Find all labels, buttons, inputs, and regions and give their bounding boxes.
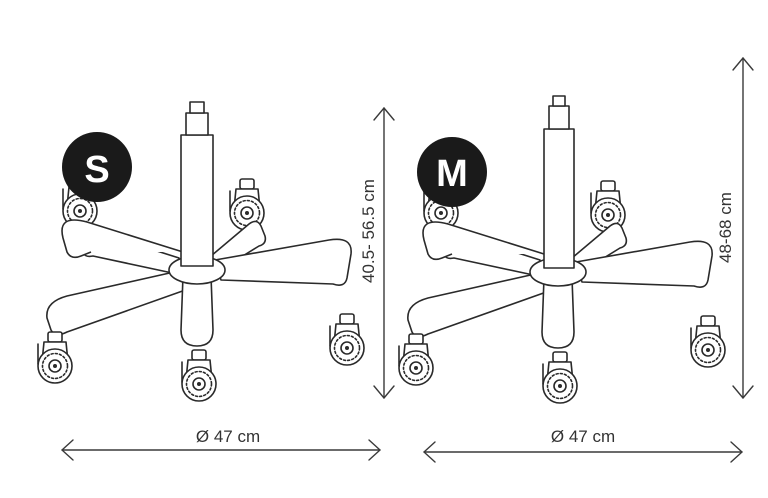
size-badge-m-label: M xyxy=(436,153,468,195)
size-badge-s-label: S xyxy=(84,149,109,191)
stool-s-height-dimension: 40.5- 56.5 cm xyxy=(359,107,395,399)
stool-m-diameter-dimension: Ø 47 cm xyxy=(423,427,743,463)
stool-m: M 48-68 cm Ø 47 cm xyxy=(399,57,754,463)
stool-s-diameter-dimension: Ø 47 cm xyxy=(61,427,381,461)
size-badge-m-circle xyxy=(417,137,487,207)
stool-m-gas-cylinder xyxy=(543,95,575,269)
stool-m-diameter-label: Ø 47 cm xyxy=(551,427,615,446)
stool-s-diameter-label: Ø 47 cm xyxy=(196,427,260,446)
size-badge-m: M xyxy=(417,137,487,207)
stool-s-gas-cylinder xyxy=(180,101,214,267)
stool-m-height-dimension: 48-68 cm xyxy=(716,57,754,399)
stool-m-height-label: 48-68 cm xyxy=(716,192,735,263)
size-badge-s: S xyxy=(62,132,132,202)
stool-s: S 40.5- 56.5 cm Ø 47 cm xyxy=(38,101,395,461)
stool-s-height-label: 40.5- 56.5 cm xyxy=(359,179,378,283)
size-badge-s-circle xyxy=(62,132,132,202)
